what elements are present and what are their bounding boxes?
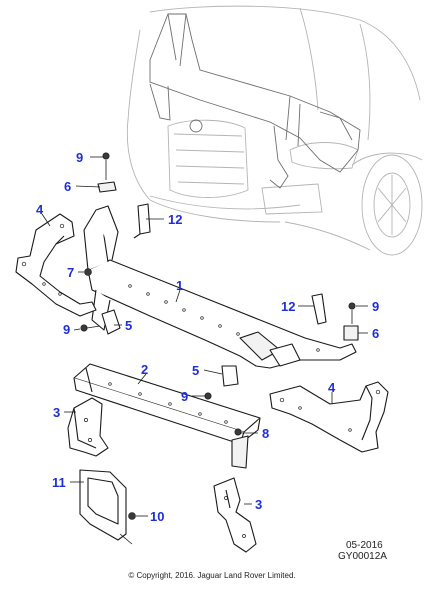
callout-3-lower: 3 (255, 497, 262, 512)
side-bracket-left (15, 213, 97, 317)
leader-lines (41, 156, 368, 517)
front-end-carrier (83, 205, 357, 369)
nut-7 (84, 268, 92, 276)
callout-12-top: 12 (168, 212, 182, 227)
lower-crossmember (73, 363, 261, 469)
callout-6-top: 6 (64, 179, 71, 194)
mounting-frame (79, 469, 133, 545)
callout-2: 2 (141, 362, 148, 377)
bolt-9-top (102, 152, 110, 180)
bolt-9-right (348, 302, 356, 324)
callout-9-right: 9 (372, 299, 379, 314)
callout-10: 10 (150, 509, 164, 524)
spacer-6-upper (97, 181, 117, 193)
reference-date: 05-2016 (346, 540, 383, 551)
bolt-10 (128, 512, 136, 520)
callout-1: 1 (176, 278, 183, 293)
callout-6-right: 6 (372, 326, 379, 341)
reference-code: GY00012A (338, 551, 387, 562)
callout-8: 8 (262, 426, 269, 441)
callout-4-left: 4 (36, 202, 44, 217)
vehicle-front-outline (126, 5, 423, 256)
side-bracket-right (269, 381, 389, 453)
bolt-8 (234, 428, 242, 436)
callout-4-right: 4 (328, 380, 336, 395)
copyright-notice: © Copyright, 2016. Jaguar Land Rover Lim… (128, 571, 295, 580)
bolt-9-left (80, 324, 101, 332)
callout-labels: 9 6 4 12 7 1 12 9 9 5 6 2 5 4 9 3 8 11 3… (36, 150, 379, 524)
spacer-6-right (343, 325, 359, 341)
installed-carrier-outline (149, 13, 361, 189)
callout-11: 11 (52, 475, 66, 490)
callout-12-right: 12 (281, 299, 295, 314)
bracket-12-right (311, 293, 327, 325)
callout-9-left: 9 (63, 322, 70, 337)
crash-bracket-lower (213, 477, 257, 553)
callout-3-upper: 3 (53, 405, 60, 420)
crash-bracket-upper (67, 397, 109, 457)
callout-9-lower: 9 (181, 389, 188, 404)
callout-7: 7 (67, 265, 74, 280)
bracket-5-right (221, 365, 239, 387)
callout-9-top: 9 (76, 150, 83, 165)
bracket-5-left (101, 309, 121, 335)
bracket-12-upper (133, 203, 151, 239)
callout-5-left: 5 (125, 318, 132, 333)
callout-5-right: 5 (192, 363, 199, 378)
